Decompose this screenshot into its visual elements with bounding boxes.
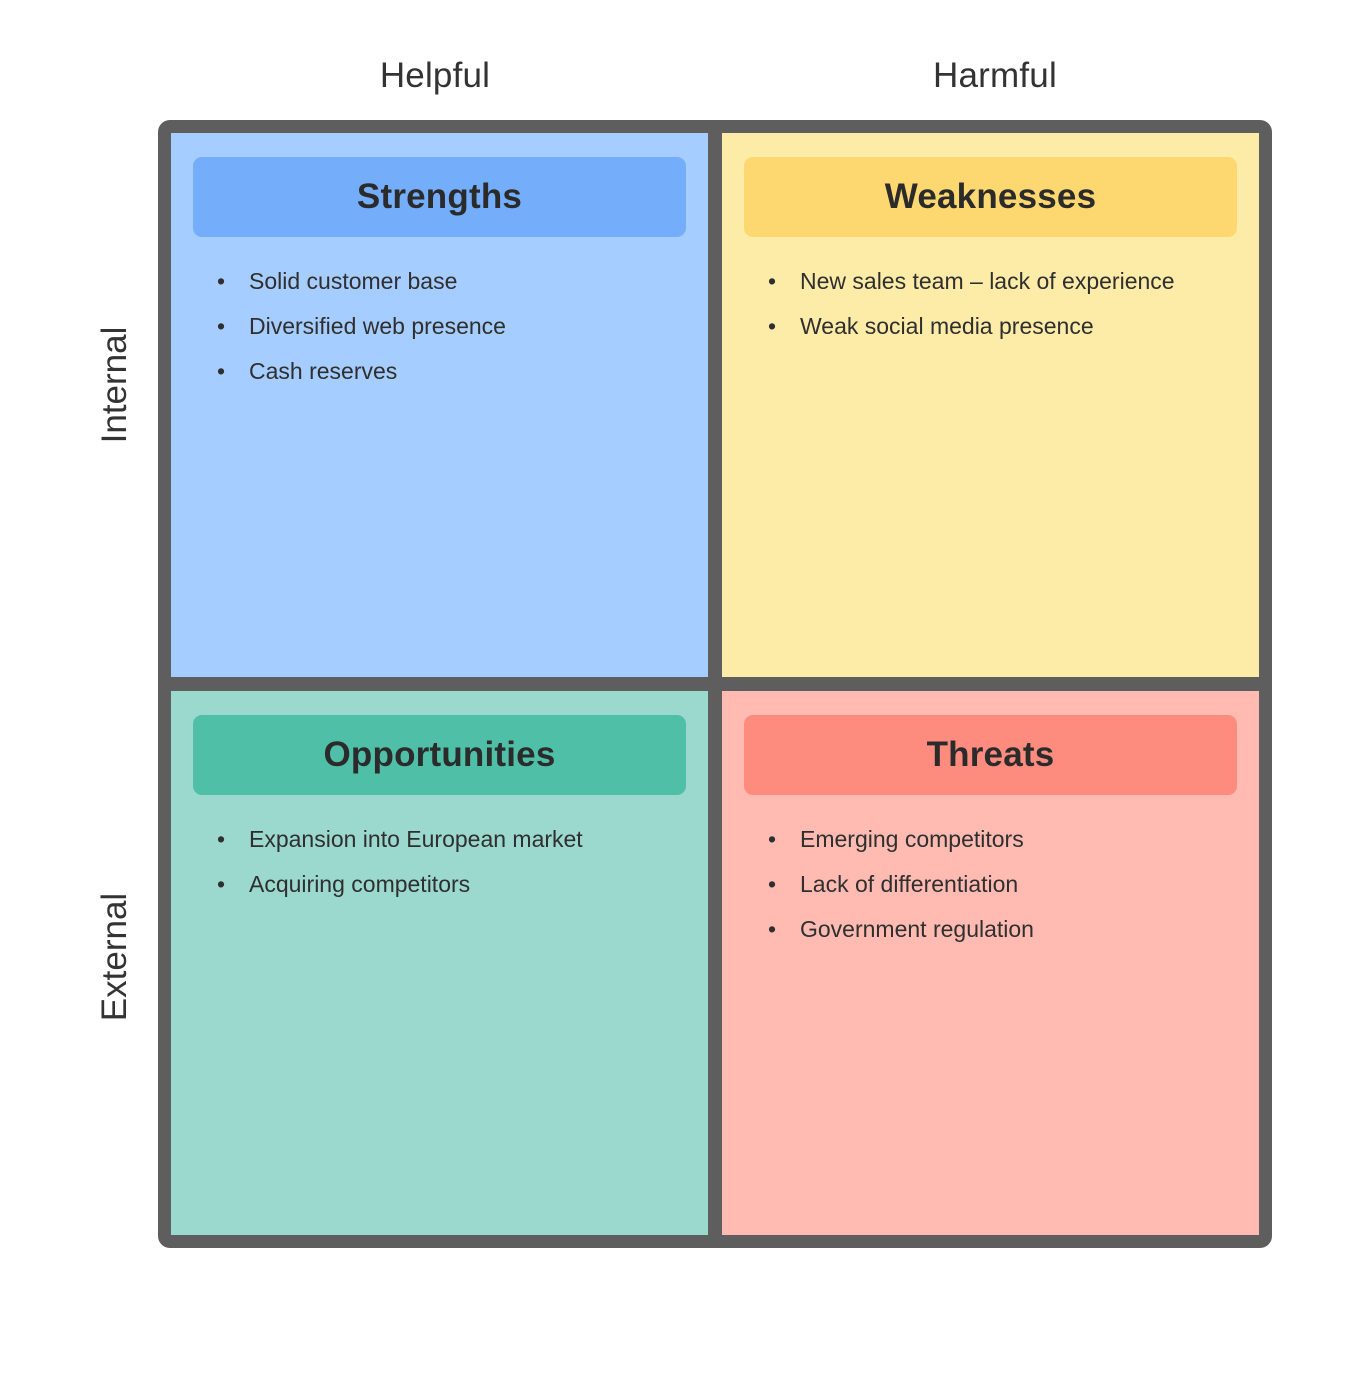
item-list-weaknesses: • New sales team – lack of experience • …: [744, 259, 1237, 349]
list-item: • Lack of differentiation: [768, 862, 1237, 907]
bullet-icon: •: [217, 871, 226, 897]
column-header-helpful: Helpful: [379, 56, 491, 95]
quadrant-title-threats: Threats: [744, 715, 1237, 795]
bullet-icon: •: [217, 826, 226, 852]
list-item-label: Cash reserves: [249, 358, 398, 384]
list-item-label: Solid customer base: [249, 268, 458, 294]
quadrant-threats[interactable]: Threats • Emerging competitors • Lack of…: [722, 691, 1259, 1235]
list-item-label: Lack of differentiation: [800, 871, 1019, 897]
list-item: • New sales team – lack of experience: [768, 259, 1237, 304]
bullet-icon: •: [768, 871, 777, 897]
bullet-icon: •: [768, 826, 777, 852]
swot-matrix-frame: Strengths • Solid customer base • Divers…: [158, 120, 1272, 1248]
bullet-icon: •: [768, 313, 777, 339]
quadrant-weaknesses[interactable]: Weaknesses • New sales team – lack of ex…: [722, 133, 1259, 677]
bullet-icon: •: [217, 358, 226, 384]
list-item: • Acquiring competitors: [217, 862, 686, 907]
list-item: • Government regulation: [768, 907, 1237, 952]
list-item-label: Weak social media presence: [800, 313, 1094, 339]
bullet-icon: •: [768, 916, 777, 942]
list-item-label: Diversified web presence: [249, 313, 506, 339]
list-item: • Emerging competitors: [768, 817, 1237, 862]
quadrant-strengths[interactable]: Strengths • Solid customer base • Divers…: [171, 133, 708, 677]
item-list-strengths: • Solid customer base • Diversified web …: [193, 259, 686, 394]
list-item-label: Government regulation: [800, 916, 1034, 942]
quadrant-title-weaknesses: Weaknesses: [744, 157, 1237, 237]
quadrant-opportunities[interactable]: Opportunities • Expansion into European …: [171, 691, 708, 1235]
list-item-label: New sales team – lack of experience: [800, 268, 1175, 294]
quadrant-title-opportunities: Opportunities: [193, 715, 686, 795]
list-item: • Diversified web presence: [217, 304, 686, 349]
list-item-label: Expansion into European market: [249, 826, 583, 852]
list-item: • Expansion into European market: [217, 817, 686, 862]
list-item-label: Emerging competitors: [800, 826, 1024, 852]
list-item: • Weak social media presence: [768, 304, 1237, 349]
bullet-icon: •: [217, 268, 226, 294]
row-label-internal: Internal: [95, 326, 134, 444]
quadrant-title-strengths: Strengths: [193, 157, 686, 237]
row-label-external: External: [95, 892, 134, 1022]
list-item: • Solid customer base: [217, 259, 686, 304]
bullet-icon: •: [217, 313, 226, 339]
list-item-label: Acquiring competitors: [249, 871, 471, 897]
bullet-icon: •: [768, 268, 777, 294]
item-list-opportunities: • Expansion into European market • Acqui…: [193, 817, 686, 907]
column-header-harmful: Harmful: [933, 56, 1057, 95]
item-list-threats: • Emerging competitors • Lack of differe…: [744, 817, 1237, 952]
list-item: • Cash reserves: [217, 349, 686, 394]
